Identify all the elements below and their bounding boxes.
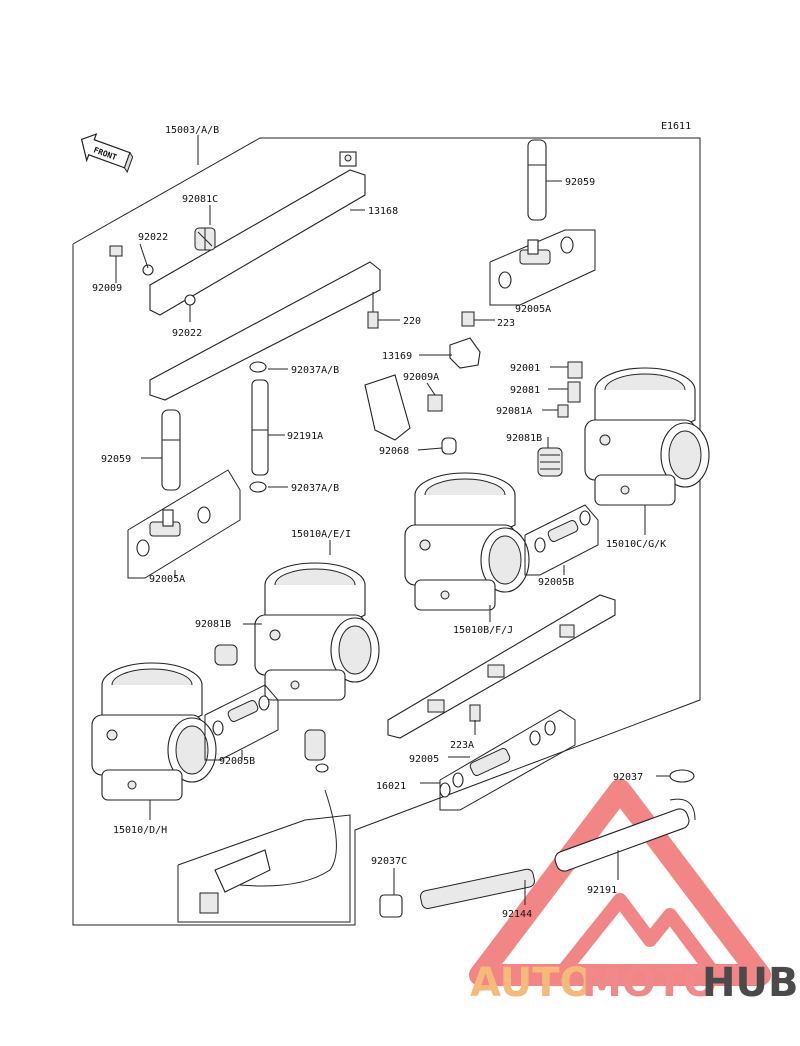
t-fitting-92005a-upper <box>489 229 596 306</box>
part-labels: E1611 15003/A/B 92081C 13168 92059 92022… <box>92 121 691 920</box>
label-223a: 223A <box>450 740 474 751</box>
label-92037ab-lower: 92037A/B <box>291 483 339 494</box>
linkage-plate-middle <box>149 261 475 401</box>
label-92081b-right: 92081B <box>506 433 542 444</box>
choke-cable-16021 <box>177 729 351 923</box>
watermark-text: AUTO MOTO HUB <box>470 960 798 1006</box>
assembly-frame <box>72 137 701 926</box>
leader-lines <box>115 135 670 905</box>
label-92037: 92037 <box>613 772 643 783</box>
carburetor-15010 <box>91 662 217 801</box>
linkage-bar-lower <box>387 594 616 739</box>
watermark-moto: MOTO <box>582 960 717 1006</box>
label-92009: 92009 <box>92 283 122 294</box>
label-92022-lower: 92022 <box>172 328 202 339</box>
linkage-plate-upper <box>109 151 366 316</box>
label-92005b-left: 92005B <box>219 756 255 767</box>
ref-code: E1611 <box>661 121 691 132</box>
label-92005a-lower: 92005A <box>149 574 185 585</box>
hose-92059-left <box>161 409 181 491</box>
label-92005a-upper: 92005A <box>515 304 551 315</box>
label-92037ab-upper: 92037A/B <box>291 365 339 376</box>
t-fitting-92005 <box>439 709 576 811</box>
label-92059-left: 92059 <box>101 454 131 465</box>
label-92059-upper: 92059 <box>565 177 595 188</box>
hose-92191a <box>249 361 269 493</box>
watermark-hub: HUB <box>702 960 798 1006</box>
label-92081a: 92081A <box>496 406 532 417</box>
label-92009a: 92009A <box>403 372 439 383</box>
label-223: 223 <box>497 318 515 329</box>
label-92005b-right: 92005B <box>538 577 574 588</box>
label-92037c: 92037C <box>371 856 407 867</box>
label-13169: 13169 <box>382 351 412 362</box>
label-15010bfj: 15010B/F/J <box>453 625 513 636</box>
carburetor-15010a <box>254 562 380 701</box>
watermark-logo <box>469 779 771 986</box>
connector-92005b-right <box>524 504 599 576</box>
label-15003: 15003/A/B <box>165 125 219 136</box>
t-fitting-92005a-lower <box>127 469 241 579</box>
screws-springs-right <box>427 361 583 477</box>
label-13168: 13168 <box>368 206 398 217</box>
throttle-parts-bottom <box>379 769 696 918</box>
hose-92059-upper <box>527 139 547 221</box>
label-92191a: 92191A <box>287 431 323 442</box>
carburetor-15010c <box>584 367 710 506</box>
label-15010aei: 15010A/E/I <box>291 529 351 540</box>
front-arrow-icon: FRONT <box>80 133 134 174</box>
label-92068: 92068 <box>379 446 409 457</box>
label-220: 220 <box>403 316 421 327</box>
label-92081b-left: 92081B <box>195 619 231 630</box>
label-92022-upper: 92022 <box>138 232 168 243</box>
label-92144: 92144 <box>502 909 532 920</box>
label-92001: 92001 <box>510 363 540 374</box>
connector-92005b-left <box>204 644 279 761</box>
label-15010dh: 15010/D/H <box>113 825 167 836</box>
label-16021: 16021 <box>376 781 406 792</box>
label-92081: 92081 <box>510 385 540 396</box>
label-92191: 92191 <box>587 885 617 896</box>
carburetor-15010b <box>404 472 530 611</box>
label-92005: 92005 <box>409 754 439 765</box>
watermark-auto: AUTO <box>470 960 594 1006</box>
label-15010cgk: 15010C/G/K <box>606 539 666 550</box>
label-92081c: 92081C <box>182 194 218 205</box>
bracket-13169 <box>364 337 481 441</box>
